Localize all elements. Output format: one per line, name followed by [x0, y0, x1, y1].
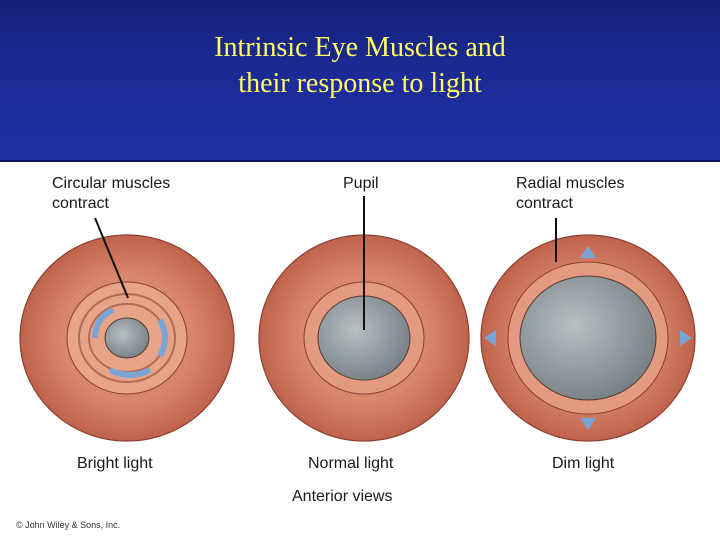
arrow-left-icon	[484, 330, 496, 346]
arrow-right-icon	[680, 330, 692, 346]
arrow-icon	[108, 367, 152, 378]
slide-title: Intrinsic Eye Muscles and their response…	[0, 30, 720, 102]
eye-normal-light	[258, 196, 470, 442]
title-line-2: their response to light	[238, 68, 482, 99]
label-normal-light: Normal light	[308, 455, 394, 472]
title-line-1: Intrinsic Eye Muscles and	[214, 32, 506, 63]
arrow-icon	[157, 318, 168, 358]
arrow-icon	[92, 307, 115, 339]
label-circular-muscles: Circular muscles contract	[52, 175, 171, 212]
arrow-up-icon	[580, 246, 596, 258]
eye-dim-light	[480, 218, 696, 442]
label-bright-light: Bright light	[77, 455, 153, 472]
pointer-line	[94, 217, 129, 299]
label-dim-light: Dim light	[552, 455, 615, 472]
eye-bright-light	[19, 217, 235, 442]
title-banner: Intrinsic Eye Muscles and their response…	[0, 0, 720, 162]
label-radial-muscles: Radial muscles contract	[516, 175, 625, 212]
arrow-down-icon	[580, 418, 596, 430]
label-anterior-views: Anterior views	[292, 488, 393, 505]
copyright-text: © John Wiley & Sons, Inc.	[16, 520, 121, 530]
label-pupil: Pupil	[343, 175, 379, 192]
